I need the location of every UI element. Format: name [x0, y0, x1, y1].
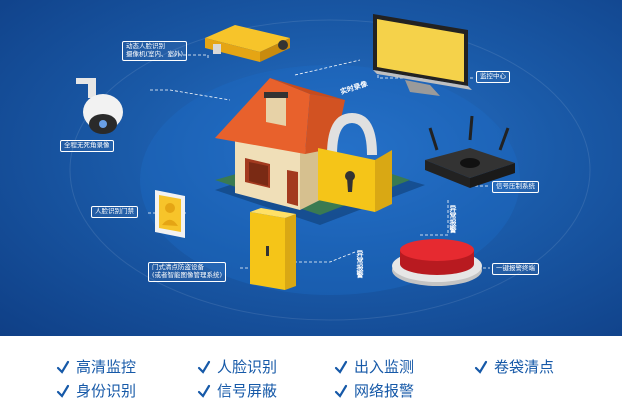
feature-item: 网络报警 [334, 380, 414, 401]
signal-label: 信号压制系统 [492, 181, 539, 193]
monitor-center-label: 监控中心 [476, 71, 510, 83]
feature-label: 出入监测 [354, 358, 415, 376]
feature-item: 人脸识别 [197, 356, 277, 377]
check-icon [474, 360, 488, 374]
check-icon [197, 384, 211, 398]
feature-item: 高清监控 [56, 356, 136, 377]
check-icon [334, 384, 348, 398]
check-icon [334, 360, 348, 374]
alarm-button-label: 一键报警终端 [492, 263, 539, 275]
feature-item: 卷袋清点 [474, 356, 554, 377]
feature-item: 信号屏蔽 [197, 380, 277, 401]
illustration [69, 14, 591, 321]
diagram-panel: 动态人脸识别 摄像机(室内、室外) 监控中心 全程无死角录像 实时录像 信号压制… [0, 0, 622, 336]
face-door-label: 人脸识别门禁 [91, 206, 138, 218]
check-icon [56, 384, 70, 398]
feature-label: 高清监控 [76, 358, 137, 376]
monitor-icon [373, 14, 472, 96]
alarm-button-icon [392, 239, 482, 286]
door-gate-icon [250, 208, 296, 290]
feature-label: 信号屏蔽 [217, 382, 278, 400]
feature-item: 身份识别 [56, 380, 136, 401]
face-camera-label: 动态人脸识别 摄像机(室内、室外) [122, 41, 188, 61]
ptz-camera-icon [76, 78, 123, 134]
face-camera-icon [205, 25, 290, 62]
door-device-label: 门式清点防盗设备 (或者智能图像管理系统) [148, 262, 227, 282]
signal-router-icon [425, 115, 515, 188]
orbit-ring-outer [69, 19, 591, 321]
padlock-icon [318, 112, 392, 212]
feature-list: 高清监控 人脸识别 出入监测 卷袋清点 身份识别 信号屏蔽 网络报警 [0, 336, 622, 408]
check-icon [56, 360, 70, 374]
house-icon [215, 78, 345, 210]
abnormal-alarm-left-label: 异常报警 [356, 250, 364, 278]
feature-label: 卷袋清点 [494, 358, 555, 376]
feature-label: 身份识别 [76, 382, 137, 400]
face-tablet-icon [155, 190, 185, 238]
check-icon [197, 360, 211, 374]
feature-item: 出入监测 [334, 356, 414, 377]
ptz-camera-label: 全程无死角录像 [60, 140, 114, 152]
feature-label: 网络报警 [354, 382, 415, 400]
abnormal-alarm-right-label: 异常报警 [449, 205, 457, 233]
feature-label: 人脸识别 [217, 358, 278, 376]
